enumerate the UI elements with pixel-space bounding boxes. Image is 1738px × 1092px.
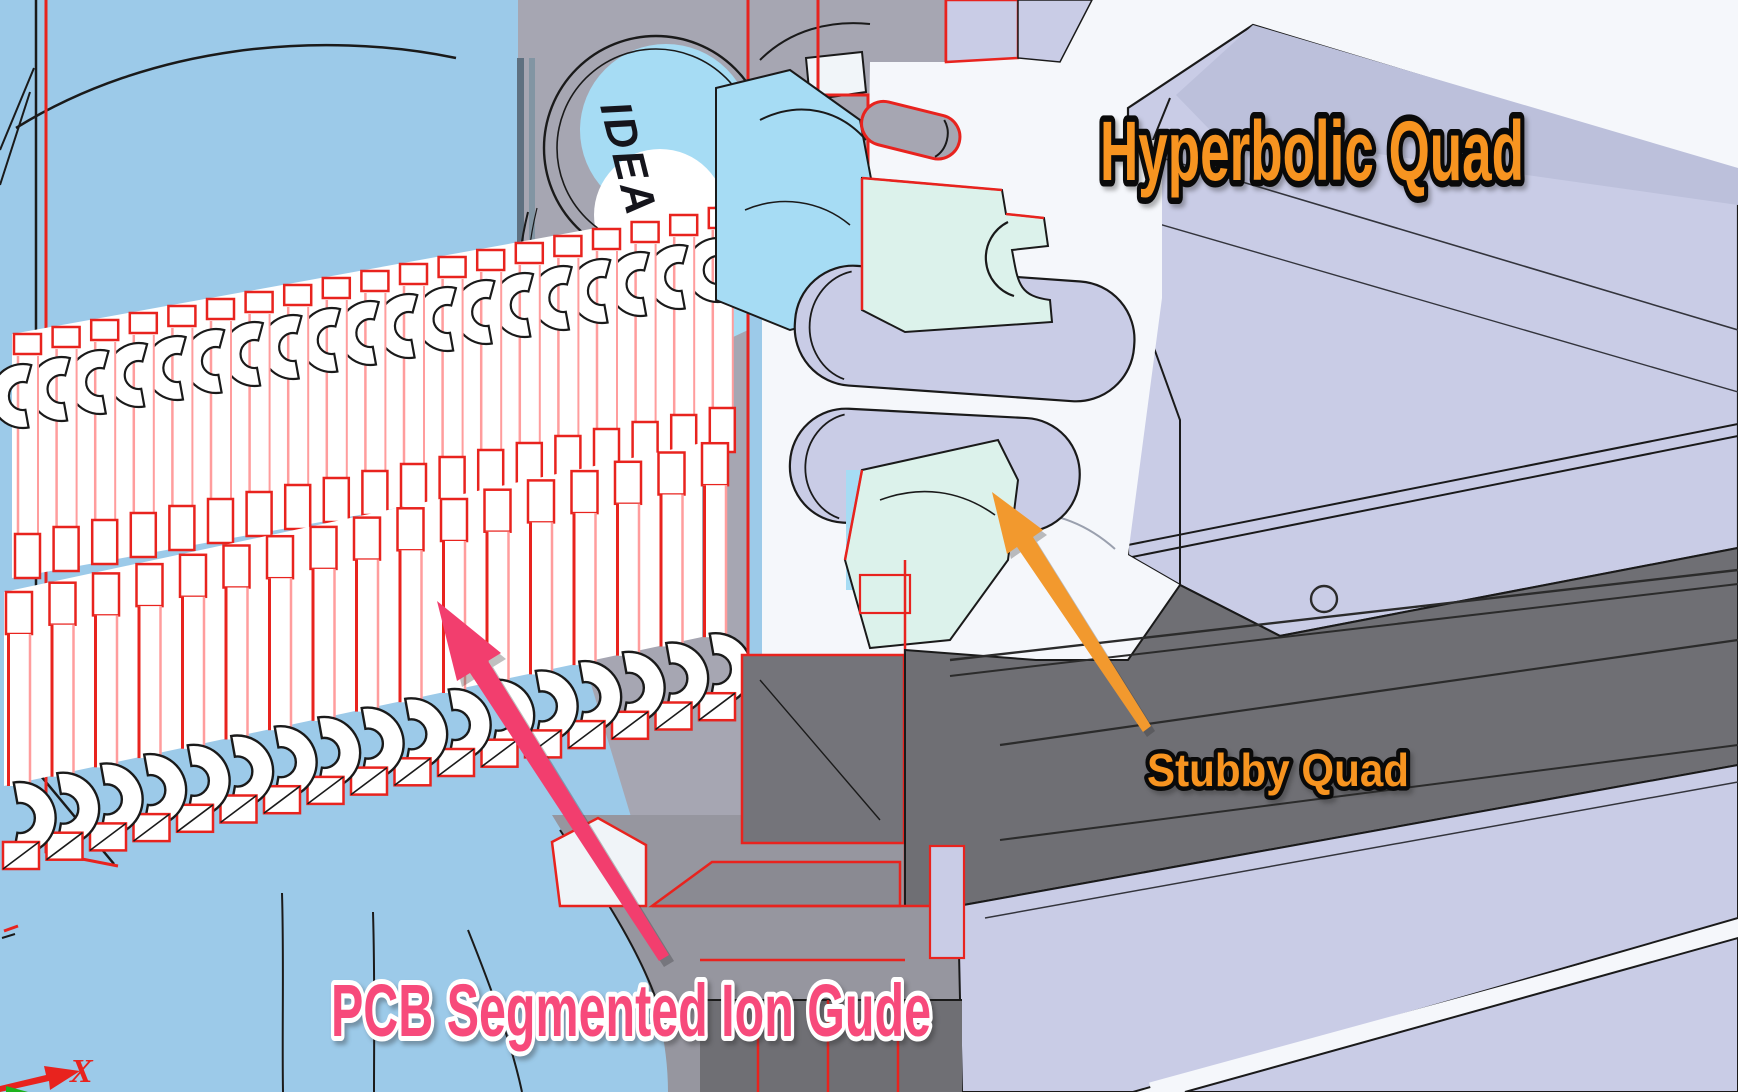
label-ion-guide: PCB Segmented Ion Gude xyxy=(331,969,931,1052)
label-stubby-quad: Stubby Quad xyxy=(1147,744,1409,796)
axis-y-arrow xyxy=(6,1086,28,1092)
axis-x-label: X xyxy=(69,1053,94,1090)
axis-x-arrow xyxy=(0,1066,80,1092)
ion-guide-arrow xyxy=(437,601,669,961)
label-hyperbolic-quad: Hyperbolic Quad xyxy=(1100,104,1524,198)
stubby-quad-arrow xyxy=(992,492,1151,732)
